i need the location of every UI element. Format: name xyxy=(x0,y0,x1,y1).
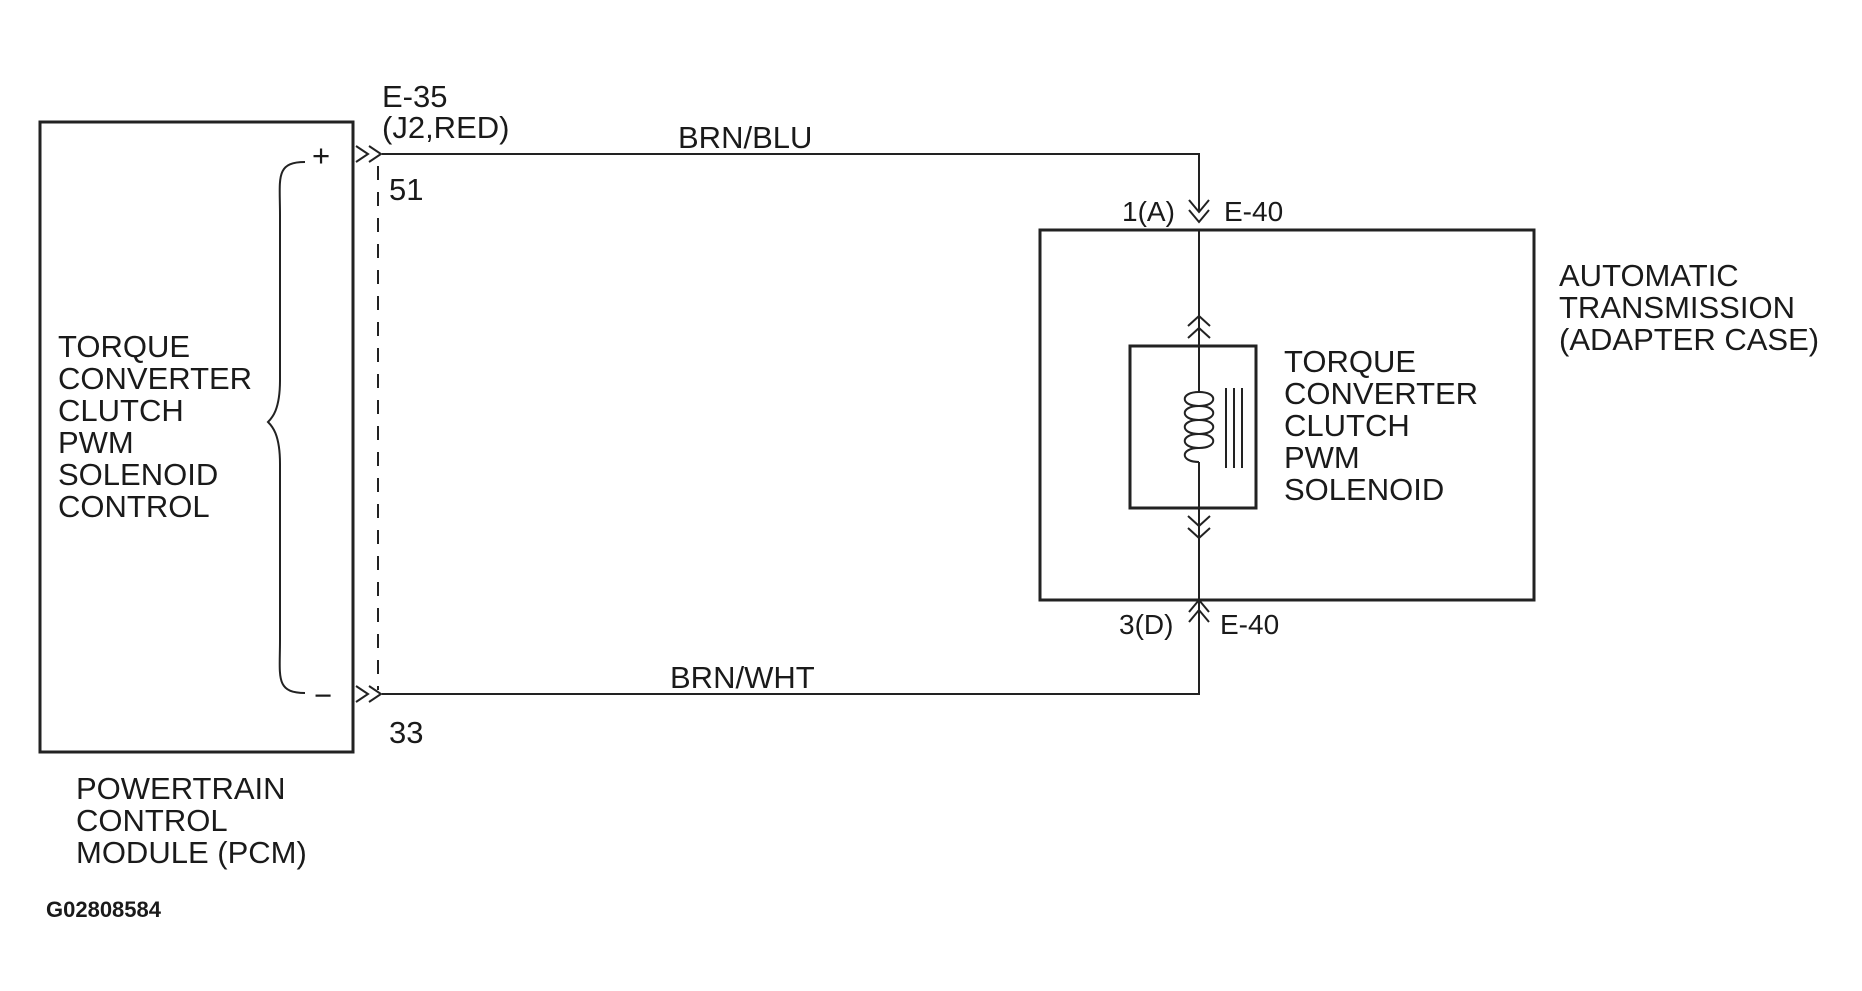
connector-e35-top-chevron xyxy=(355,145,383,163)
connector-e35-bottom-chevron xyxy=(355,685,383,703)
pcm-plus-sign: + xyxy=(312,138,330,173)
pcm-function-line: CLUTCH xyxy=(58,393,184,428)
connector-e35-id: E-35 xyxy=(382,79,447,114)
pcm-function-line: PWM xyxy=(58,425,134,460)
pcm-name-line: CONTROL xyxy=(76,803,228,838)
connector-e40-top-pin: 1(A) xyxy=(1122,196,1175,227)
wire-brn-blu xyxy=(382,153,1200,212)
connector-e40-bottom-chevron xyxy=(1188,598,1210,623)
pcm-name-line: MODULE (PCM) xyxy=(76,835,307,870)
connector-e40-bottom-id: E-40 xyxy=(1220,609,1279,640)
pcm-minus-sign: − xyxy=(314,678,332,713)
pcm-terminal-brace xyxy=(266,161,306,694)
solenoid-label: TORQUE CONVERTER CLUTCH PWM SOLENOID xyxy=(1284,344,1478,507)
connector-e35-pin-51: 51 xyxy=(389,172,423,207)
pcm-name-line: POWERTRAIN xyxy=(76,771,286,806)
connector-e40-bottom-pin: 3(D) xyxy=(1119,609,1173,640)
solenoid-top-chevron xyxy=(1187,314,1211,339)
solenoid-bottom-chevron xyxy=(1187,515,1211,540)
solenoid-core-icon xyxy=(1225,388,1243,468)
pcm-function-line: SOLENOID xyxy=(58,457,218,492)
figure-code: G02808584 xyxy=(46,897,162,922)
pcm-box xyxy=(38,120,355,754)
coil-icon xyxy=(1183,391,1215,463)
solenoid-name-line: PWM xyxy=(1284,440,1360,475)
transmission-name-line: AUTOMATIC xyxy=(1559,258,1739,293)
wire-brn-wht-label: BRN/WHT xyxy=(670,660,815,695)
solenoid-name-line: CONVERTER xyxy=(1284,376,1478,411)
transmission-box xyxy=(1038,228,1536,602)
pcm-name-label: POWERTRAIN CONTROL MODULE (PCM) xyxy=(76,771,307,870)
wire-brn-blu-label: BRN/BLU xyxy=(678,120,812,155)
solenoid-name-line: SOLENOID xyxy=(1284,472,1444,507)
pcm-function-line: TORQUE xyxy=(58,329,190,364)
pcm-function-line: CONTROL xyxy=(58,489,210,524)
transmission-label: AUTOMATIC TRANSMISSION (ADAPTER CASE) xyxy=(1559,258,1819,357)
pcm-function-label: TORQUE CONVERTER CLUTCH PWM SOLENOID CON… xyxy=(58,329,252,524)
connector-e40-top-id: E-40 xyxy=(1224,196,1283,227)
connector-e35-desc: (J2,RED) xyxy=(382,110,509,145)
transmission-name-line: (ADAPTER CASE) xyxy=(1559,322,1819,357)
connector-e35-pin-33: 33 xyxy=(389,715,423,750)
connector-e40-top-chevron xyxy=(1188,199,1210,224)
solenoid-box xyxy=(1128,344,1258,510)
solenoid-name-line: CLUTCH xyxy=(1284,408,1410,443)
pcm-function-line: CONVERTER xyxy=(58,361,252,396)
wire-brn-wht xyxy=(382,588,1200,695)
transmission-name-line: TRANSMISSION xyxy=(1559,290,1795,325)
solenoid-name-line: TORQUE xyxy=(1284,344,1416,379)
